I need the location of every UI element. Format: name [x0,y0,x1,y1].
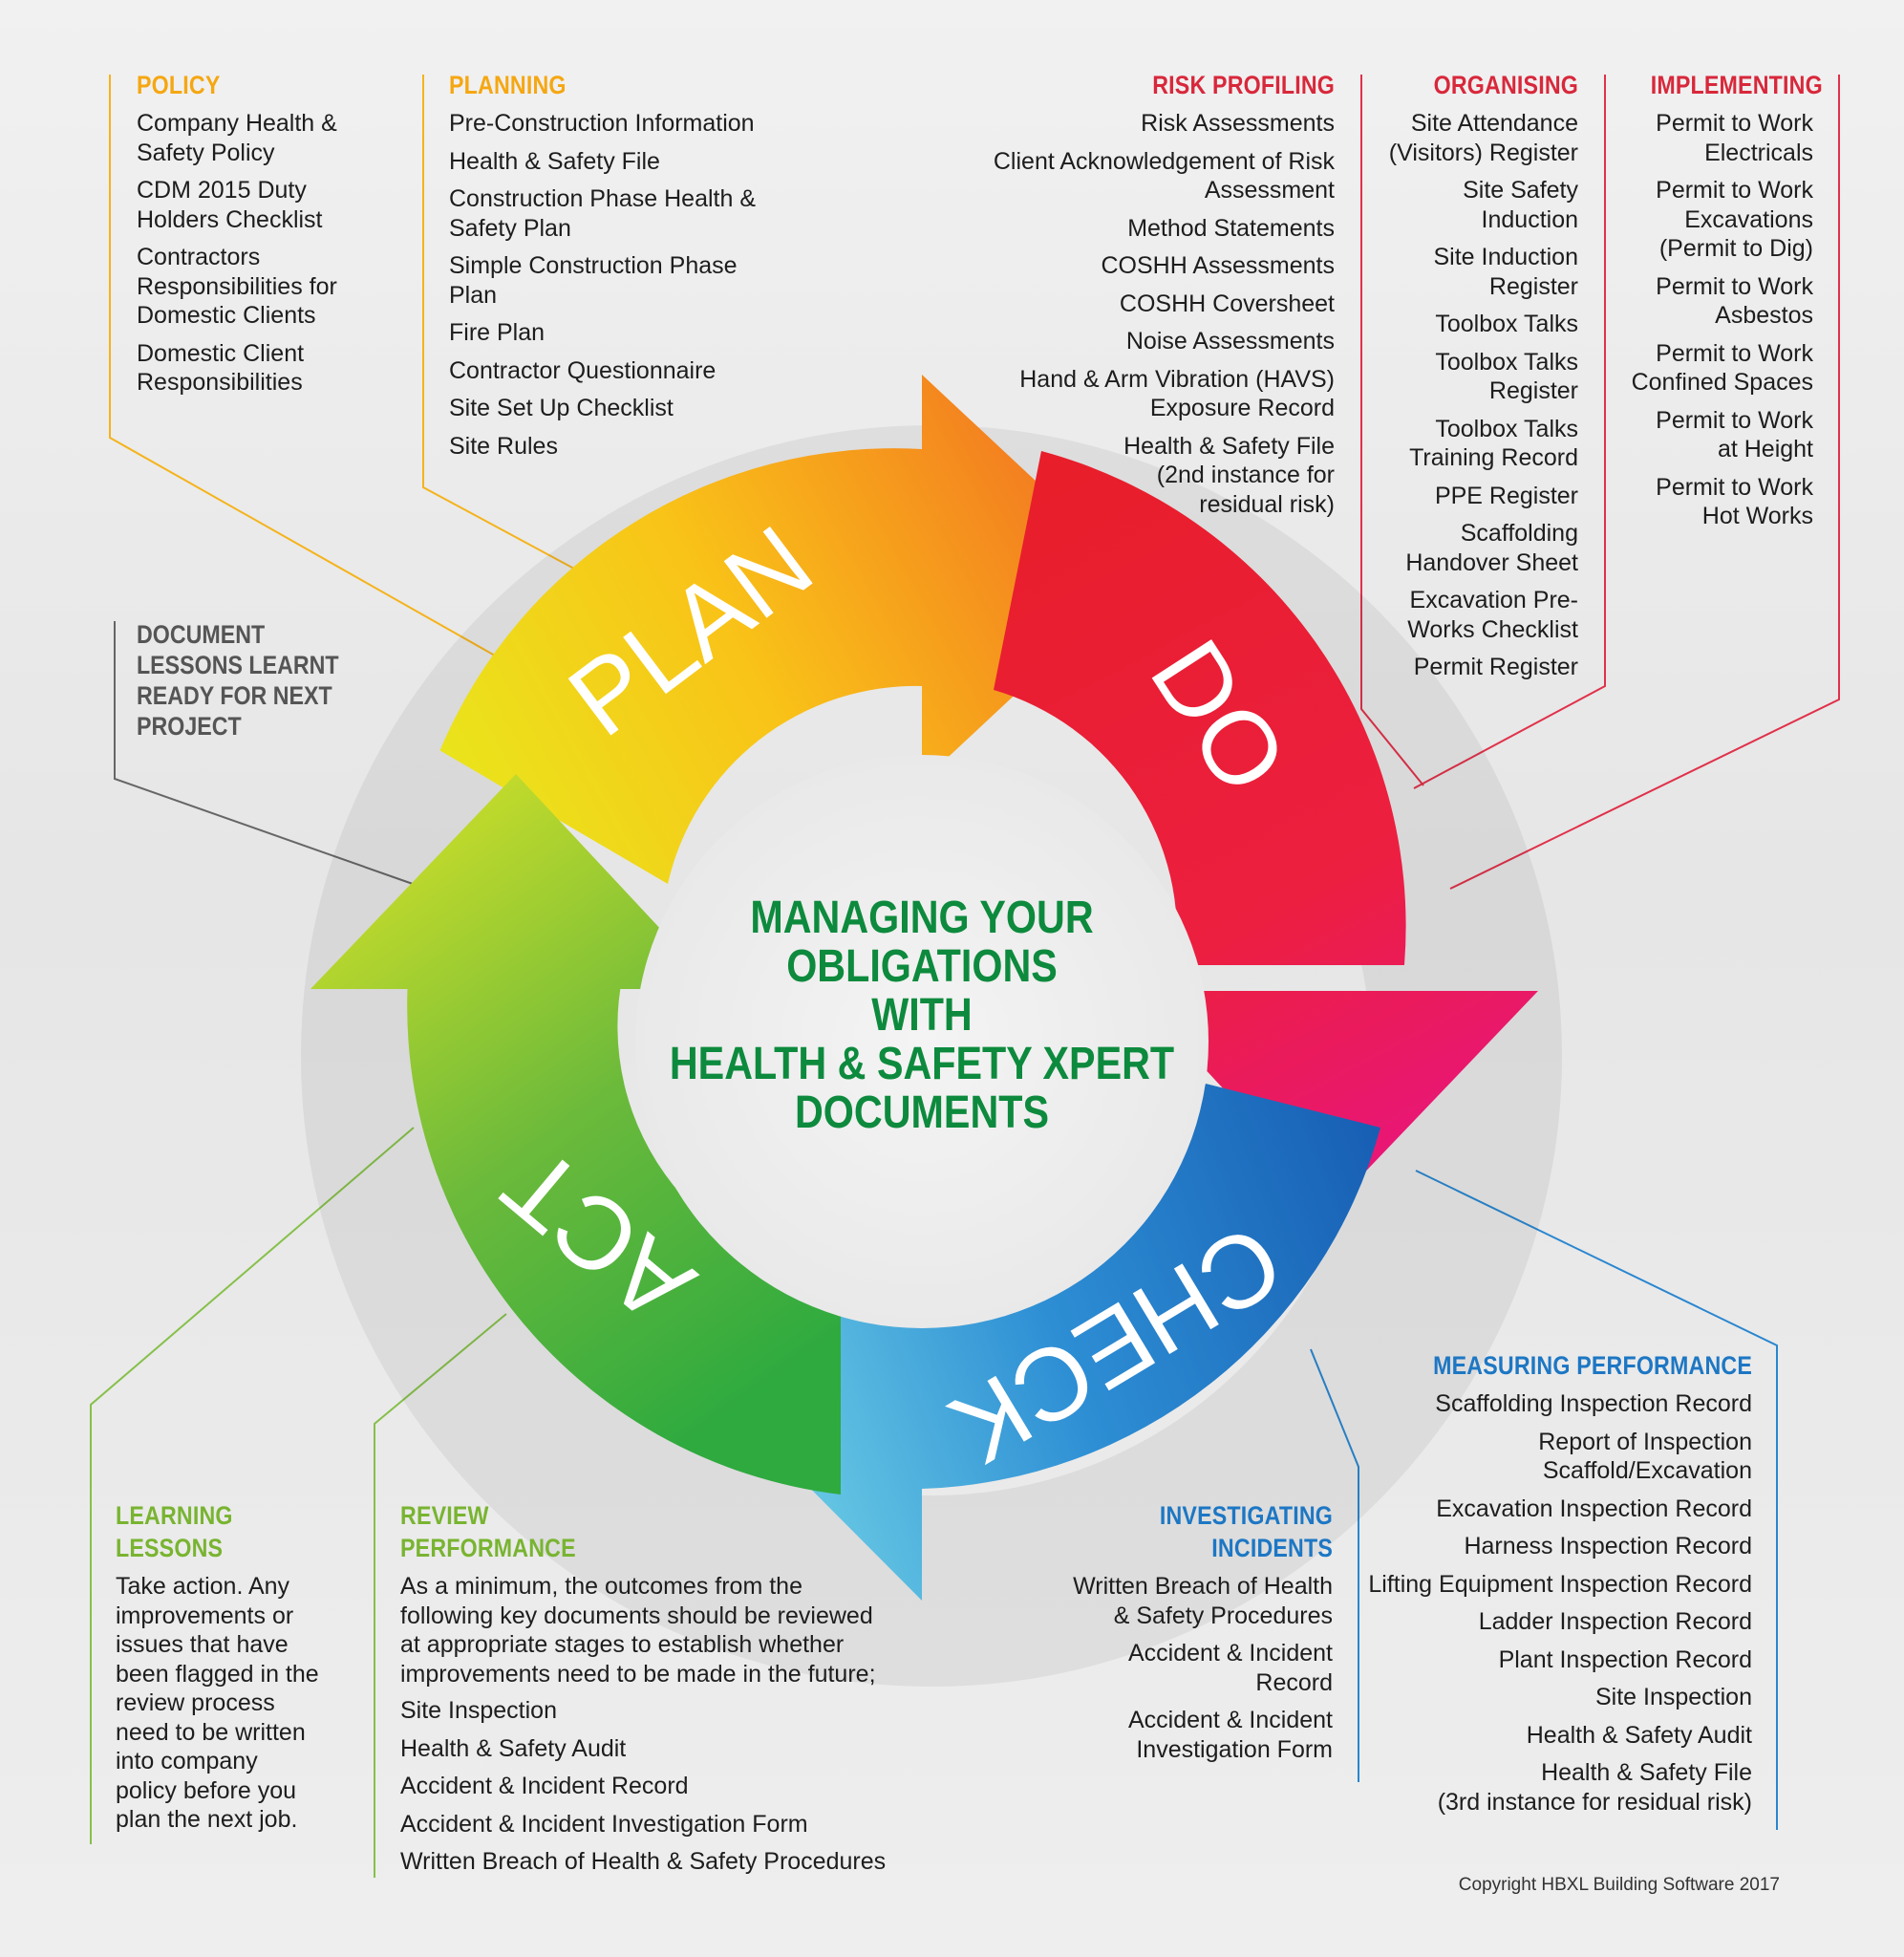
list-item: Permit to Work Asbestos [1656,272,1813,330]
list-item: Scaffolding Handover Sheet [1405,520,1578,576]
list-item: Simple Construction Phase Plan [449,252,738,309]
list-item: Accident & Incident Record [400,1773,689,1799]
list-item: Written Breach of Health & Safety Proced… [1073,1573,1333,1629]
implementing-heading: IMPLEMENTING [1650,71,1823,99]
list-item: Hand & Arm Vibration (HAVS) Exposure Rec… [1019,365,1335,422]
list-item: Site Set Up Checklist [449,395,674,421]
measuring-performance-heading: MEASURING PERFORMANCE [1433,1351,1752,1380]
list-item: Construction Phase Health & Safety Plan [449,185,757,242]
list-item: Permit to Work Hot Works [1656,473,1813,530]
policy-heading: POLICY [137,71,221,99]
list-item: Permit to Work at Height [1656,406,1813,463]
act-segment [407,946,841,1495]
list-item: Toolbox Talks Training Record [1409,415,1578,472]
investigating-heading: INVESTIGATING [1159,1501,1333,1530]
list-item: Plant Inspection Record [1498,1645,1752,1673]
list-item: Client Acknowledgement of Risk Assessmen… [993,147,1335,204]
cycle-center [635,755,1209,1328]
list-item: Health & Safety Audit [1526,1721,1752,1749]
list-item: Health & Safety File (2nd instance for r… [1123,432,1335,518]
learning-heading: LEARNING [116,1501,233,1530]
list-item: Health & Safety File [449,147,660,175]
list-item: Site Induction Register [1433,244,1579,300]
document-lessons-note: DOCUMENT LESSONS LEARNT READY FOR NEXT P… [137,620,339,741]
learning-lessons-section: LEARNING LESSONS Take action. Any improv… [116,1499,364,1842]
list-item: Site Safety Induction [1463,177,1578,233]
performance-heading: PERFORMANCE [400,1534,576,1562]
list-item: Company Health & Safety Policy [137,110,337,166]
list-item: Accident & Incident Investigation Form [400,1810,808,1838]
list-item: CDM 2015 Duty Holders Checklist [137,177,323,233]
list-item: Site Inspection [400,1697,557,1724]
review-performance-intro: As a minimum, the outcomes from the foll… [400,1573,876,1688]
lessons-heading: LESSONS [116,1534,224,1562]
act-arrowhead [310,774,717,989]
list-item: Harness Inspection Record [1464,1533,1752,1559]
list-item: Noise Assessments [1125,328,1335,355]
investigating-incidents-section: INVESTIGATING INCIDENTS Written Breach o… [1037,1499,1333,1773]
do-arrowhead [1132,991,1538,1206]
policy-section: POLICY Company Health & Safety Policy CD… [137,69,423,406]
list-item: Permit Register [1413,654,1578,680]
list-item: Permit to Work Confined Spaces [1631,339,1813,397]
list-item: Risk Assessments [1141,110,1335,137]
risk-profiling-section: RISK PROFILING Risk Assessments Client A… [955,69,1335,527]
list-item: COSHH Assessments [1101,252,1335,279]
list-item: Pre-Construction Information [449,110,755,137]
plan-segment [439,448,922,884]
list-item: Permit to Work Excavations (Permit to Di… [1656,177,1813,262]
implementing-section: IMPLEMENTING Permit to Work Electricals … [1624,69,1823,540]
list-item: Site Inspection [1595,1684,1752,1710]
list-item: Accident & Incident Investigation Form [1127,1707,1333,1763]
list-item: Domestic Client Responsibilities [137,339,305,397]
list-item: PPE Register [1434,482,1578,509]
organising-section: ORGANISING Site Attendance (Visitors) Re… [1376,69,1578,691]
list-item: Accident & Incident Record [1127,1640,1333,1696]
list-item: Report of Inspection Scaffold/Excavation [1538,1428,1752,1485]
list-item: Site Rules [449,432,558,460]
measuring-performance-section: MEASURING PERFORMANCE Scaffolding Inspec… [1357,1349,1752,1825]
center-title: MANAGING YOUR OBLIGATIONS WITH HEALTH & … [669,892,1175,1138]
organising-heading: ORGANISING [1433,71,1578,99]
review-heading: REVIEW [400,1501,489,1530]
do-segment [994,451,1406,965]
list-item: Excavation Inspection Record [1436,1495,1752,1522]
learning-lessons-text: Take action. Any improvements or issues … [116,1573,319,1833]
list-item: Contractors Responsibilities for Domesti… [137,244,337,329]
list-item: Fire Plan [449,319,546,346]
list-item: Toolbox Talks [1435,311,1578,337]
list-item: Method Statements [1127,214,1335,242]
list-item: Permit to Work Electricals [1656,110,1813,166]
list-item: Toolbox Talks Register [1435,348,1578,405]
copyright-notice: Copyright HBXL Building Software 2017 [1458,1875,1780,1895]
list-item: Ladder Inspection Record [1478,1608,1752,1635]
planning-heading: PLANNING [449,71,567,99]
list-item: Contractor Questionnaire [449,356,717,384]
list-item: Written Breach of Health & Safety Proced… [400,1848,887,1875]
list-item: Scaffolding Inspection Record [1435,1390,1752,1417]
planning-section: PLANNING Pre-Construction Information He… [449,69,850,469]
list-item: COSHH Coversheet [1119,290,1335,317]
list-item: Health & Safety Audit [400,1734,627,1762]
review-performance-section: REVIEW PERFORMANCE As a minimum, the out… [400,1499,935,1885]
list-item: Lifting Equipment Inspection Record [1368,1570,1752,1598]
check-segment [922,1084,1380,1489]
list-item: Health & Safety File (3rd instance for r… [1437,1759,1752,1816]
list-item: Site Attendance (Visitors) Register [1388,110,1578,166]
risk-profiling-heading: RISK PROFILING [1152,71,1335,99]
list-item: Excavation Pre- Works Checklist [1407,587,1578,643]
incidents-heading: INCIDENTS [1211,1534,1333,1562]
